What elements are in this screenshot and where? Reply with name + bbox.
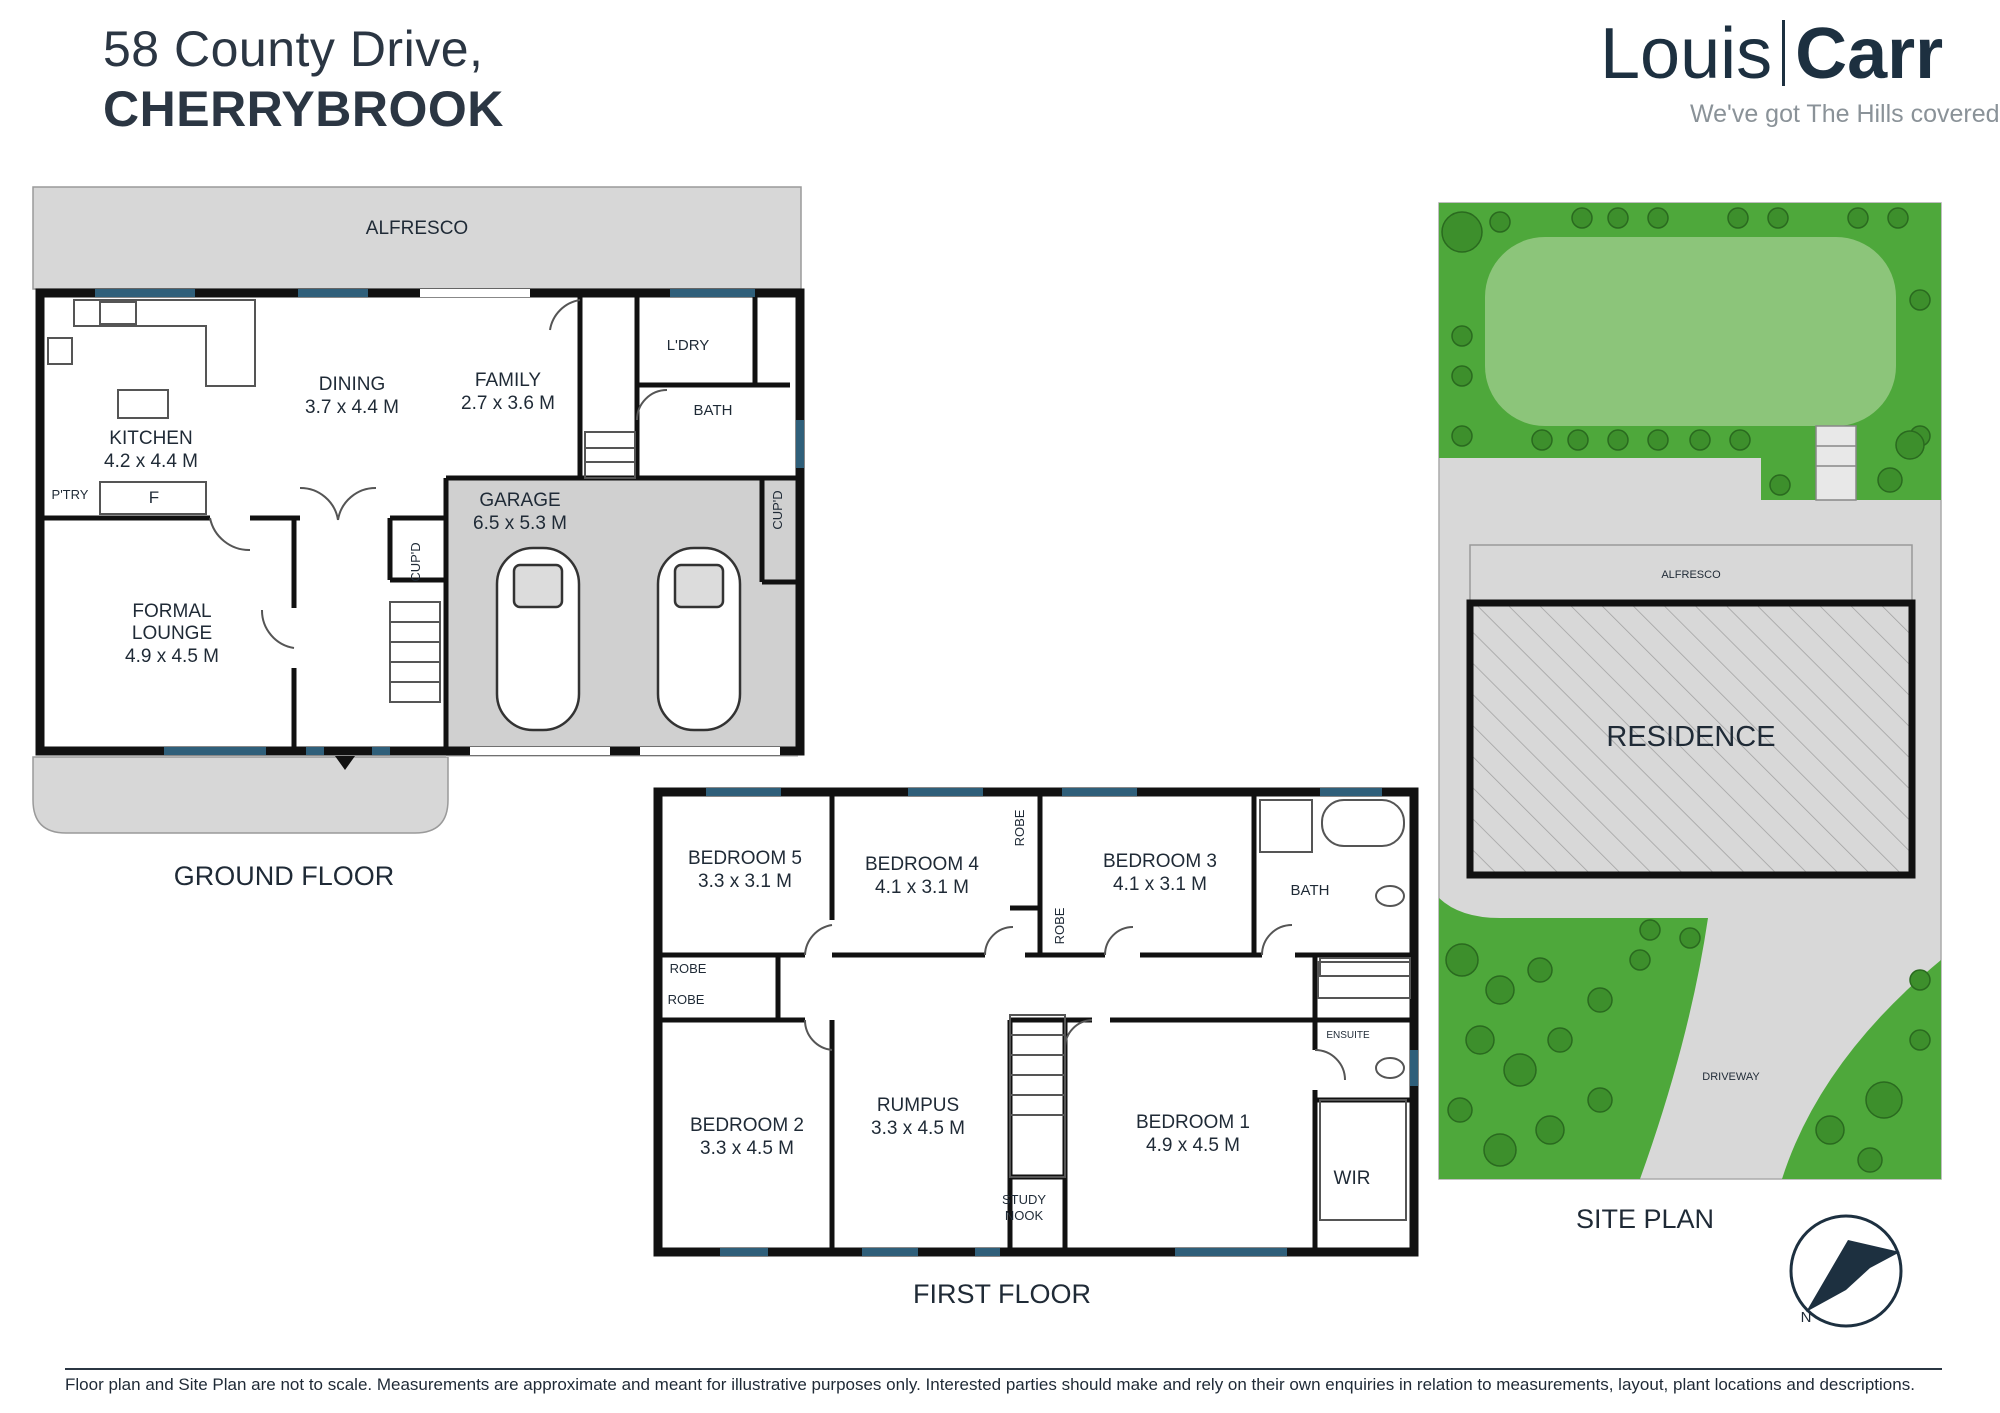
toilet-icon [1375,885,1405,907]
garage-size: 6.5 x 5.3 M [473,513,567,534]
compass-arrow-icon [1806,1240,1900,1312]
first-floor-plan: BEDROOM 5 3.3 x 3.1 M BEDROOM 4 4.1 x 3.… [653,787,1419,1309]
gf-alfresco-area [32,186,802,290]
cooktop-icon [47,337,73,365]
vanity-icon [1319,957,1411,977]
kitchen-label: KITCHEN [109,428,192,449]
fridge-label: F [149,488,159,507]
bedroom5-label: BEDROOM 5 [688,848,802,869]
bedroom5-robe-label: ROBE [670,961,707,976]
bedroom4-robe-label: ROBE [1012,809,1027,846]
site-trees [1441,207,1931,1173]
garage-cupboard-label: CUP'D [770,490,785,529]
entry-arrow-icon [335,756,355,770]
rumpus-size: 3.3 x 4.5 M [871,1118,965,1139]
pantry-label: P'TRY [52,487,89,502]
bedroom4-label: BEDROOM 4 [865,854,979,875]
ff-windows [706,788,1418,1256]
brand-name-second: Carr [1795,14,1944,94]
rear-lawn [1485,237,1896,426]
ground-floor-title: GROUND FLOOR [174,861,395,891]
gf-front-porch [32,756,449,834]
garage-cars [495,546,742,732]
site-plan: ALFRESCO RESIDENCE DRIVEWAY SITE PLAN N [1438,202,1942,1328]
garage-label: GARAGE [479,490,560,511]
ensuite-label: ENSUITE [1326,1030,1370,1041]
bedroom2-size: 3.3 x 4.5 M [700,1138,794,1159]
family-size: 2.7 x 3.6 M [461,393,555,414]
dining-label: DINING [319,374,386,395]
brand-name-first: Louis [1600,14,1773,94]
kitchen-sink-icon [99,301,137,325]
garage-door-2 [640,747,780,755]
compass-north-label: N [1801,1309,1812,1326]
north-compass: N [1789,1214,1903,1328]
bedroom2-robe-label: ROBE [668,992,705,1007]
gf-windows [95,289,804,755]
wir-label: WIR [1334,1168,1371,1189]
laundry-label: L'DRY [667,337,710,354]
ground-floor-plan: ALFRESCO KITCHEN 4.2 x 4.4 M DINING 3.7 … [32,186,805,891]
footer-divider [65,1368,1942,1370]
address-suburb: CHERRYBROOK [103,81,504,137]
residence-footprint [1466,599,1916,879]
gf-alfresco-label: ALFRESCO [366,218,468,239]
bedroom3-label: BEDROOM 3 [1103,851,1217,872]
site-alfresco [1469,544,1913,604]
formal-lounge-label-line1: FORMAL [132,601,211,622]
shower-icon [1259,799,1313,853]
gf-sliding-door [420,289,530,297]
study-nook-label-line2: NOOK [1005,1208,1044,1223]
ff-door-swings [803,924,1346,1081]
site-plan-title: SITE PLAN [1576,1204,1714,1234]
bedroom2-label: BEDROOM 2 [690,1115,804,1136]
formal-lounge-label-line2: LOUNGE [132,623,212,644]
gf-door-swings [209,299,668,649]
driveway-label: DRIVEWAY [1702,1071,1760,1083]
brand-tagline: We've got The Hills covered. [1690,100,2000,128]
bedroom1-label: BEDROOM 1 [1136,1112,1250,1133]
ff-bathroom-fixtures [1259,799,1411,1221]
ensuite-shower-icon [1317,961,1411,999]
site-steps [1815,425,1857,501]
bedroom5-size: 3.3 x 3.1 M [698,871,792,892]
ff-bath-label: BATH [1291,882,1330,899]
study-nook-label-line1: STUDY [1002,1192,1046,1207]
gf-cupboard-label: CUP'D [408,542,423,581]
gf-stairs [389,431,636,703]
brand-divider [1782,20,1786,86]
ff-stairs [1009,1014,1066,1178]
kitchen-island [117,389,169,419]
kitchen-bench [73,299,256,387]
site-alfresco-label: ALFRESCO [1661,569,1721,581]
formal-lounge-size: 4.9 x 4.5 M [125,646,219,667]
rumpus-label: RUMPUS [877,1095,959,1116]
residence-label: RESIDENCE [1606,721,1775,753]
gf-bath-label: BATH [694,402,733,419]
dining-size: 3.7 x 4.4 M [305,397,399,418]
compass-ring [1789,1214,1903,1328]
bathtub-icon [1321,799,1405,847]
family-label: FAMILY [475,370,541,391]
bedroom3-robe-label: ROBE [1052,907,1067,944]
footer-disclaimer: Floor plan and Site Plan are not to scal… [65,1375,1915,1394]
bedroom4-size: 4.1 x 3.1 M [875,877,969,898]
kitchen-size: 4.2 x 4.4 M [104,451,198,472]
garage-door-1 [470,747,610,755]
bedroom1-size: 4.9 x 4.5 M [1146,1135,1240,1156]
first-floor-title: FIRST FLOOR [913,1279,1091,1309]
address-street: 58 County Drive, [103,21,484,77]
pantry-fridge-cabinet [99,481,207,515]
bedroom3-size: 4.1 x 3.1 M [1113,874,1207,895]
